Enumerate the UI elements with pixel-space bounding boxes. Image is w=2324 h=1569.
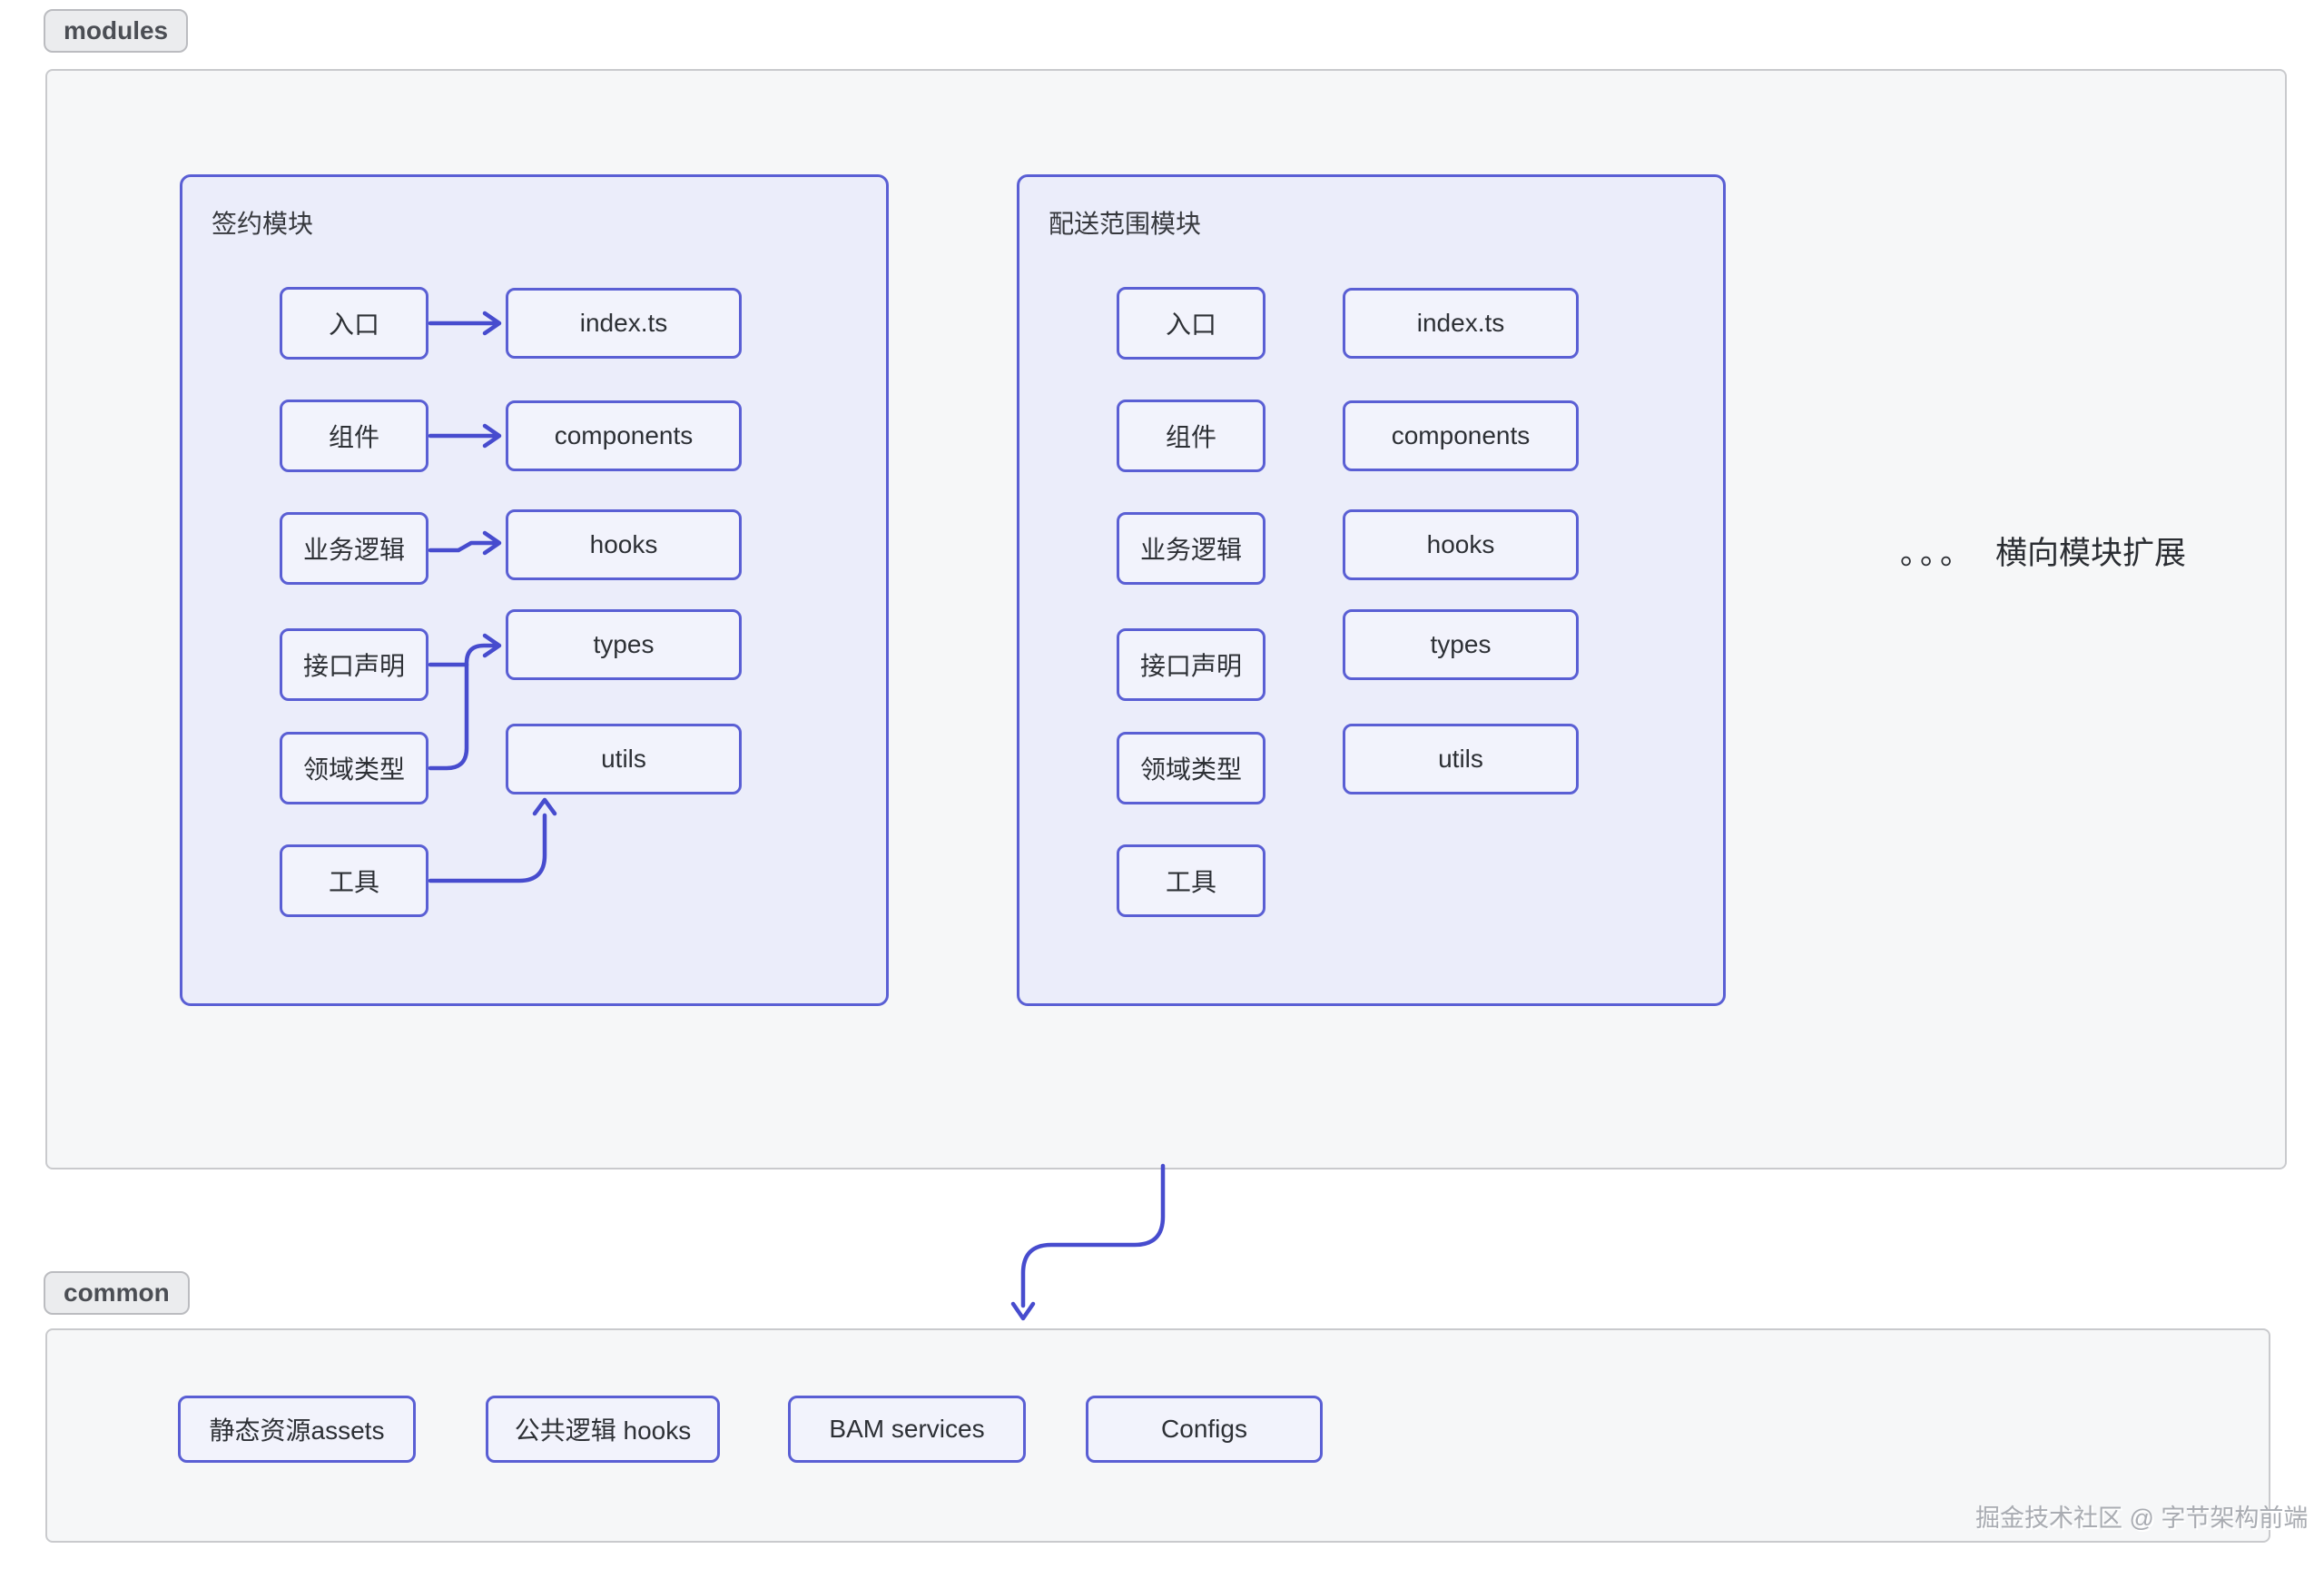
m2-node-component: 组件 [1117,400,1265,472]
m2-node-types: types [1343,609,1579,680]
module-signing-title: 签约模块 [212,210,314,238]
m2-node-interface-decl: 接口声明 [1117,628,1265,701]
m1-node-components: components [506,400,742,471]
arrowhead-modules-to-common [1010,1301,1036,1321]
watermark: 掘金技术社区 @ 字节架构前端 [1975,1505,2309,1532]
m2-node-domain-types: 领域类型 [1117,732,1265,804]
horizontal-expansion-note: 。。。 横向模块扩展 [1900,528,2186,574]
m2-node-hooks: hooks [1343,509,1579,580]
common-node-hooks: 公共逻辑 hooks [486,1396,720,1463]
m1-node-business-logic: 业务逻辑 [280,512,428,585]
m1-node-hooks: hooks [506,509,742,580]
expansion-note-label: 横向模块扩展 [1995,536,2187,571]
m1-node-entry: 入口 [280,287,428,360]
m2-node-utils: utils [1343,724,1579,794]
m1-node-types: types [506,609,742,680]
m2-node-components: components [1343,400,1579,471]
common-node-configs: Configs [1086,1396,1323,1463]
m2-node-entry: 入口 [1117,287,1265,360]
m2-node-business-logic: 业务逻辑 [1117,512,1265,585]
arrow-modules-to-common [1020,1163,1166,1308]
m2-node-tools: 工具 [1117,844,1265,917]
m2-node-index-ts: index.ts [1343,288,1579,359]
m1-node-tools: 工具 [280,844,428,917]
module-delivery-range-title: 配送范围模块 [1049,210,1202,238]
m1-node-interface-decl: 接口声明 [280,628,428,701]
ellipsis-dots: 。。。 [1900,537,1975,571]
m1-node-index-ts: index.ts [506,288,742,359]
common-section-badge: common [44,1271,190,1315]
common-node-assets: 静态资源assets [178,1396,416,1463]
modules-section-badge: modules [44,9,189,53]
common-node-bam-services: BAM services [788,1396,1026,1463]
m1-node-utils: utils [506,724,742,794]
m1-node-component: 组件 [280,400,428,472]
m1-node-domain-types: 领域类型 [280,732,428,804]
